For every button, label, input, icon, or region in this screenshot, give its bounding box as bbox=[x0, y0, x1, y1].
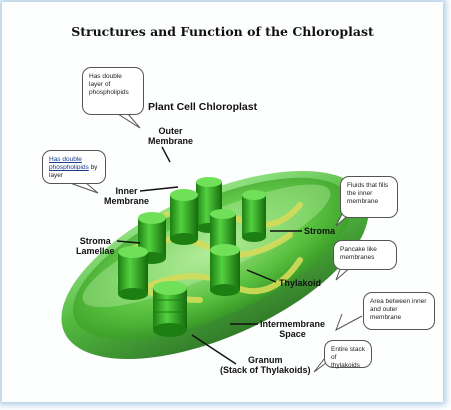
callout-inner-link[interactable]: Has double phospholipids bbox=[49, 156, 89, 171]
label-lamellae-line1: Stroma bbox=[76, 236, 115, 246]
label-inner-line2: Membrane bbox=[104, 196, 149, 206]
label-outer-line2: Membrane bbox=[148, 136, 193, 146]
label-intermembrane-line2: Space bbox=[260, 329, 325, 339]
callout-stroma-text: Fluids that fills the inner membrane bbox=[347, 182, 388, 205]
granum-stack bbox=[210, 244, 240, 296]
granum-stack bbox=[170, 189, 198, 245]
callout-inner-membrane: Has double phospholipids by layer bbox=[42, 150, 106, 184]
callout-thylakoid: Pancake like membranes bbox=[333, 240, 397, 270]
main-label: Plant Cell Chloroplast bbox=[148, 102, 257, 112]
granum-stack bbox=[242, 190, 266, 242]
label-outer-line1: Outer bbox=[148, 126, 193, 136]
callout-granum: Entire stack of thylakoids bbox=[324, 340, 372, 368]
callout-stroma: Fluids that fills the inner membrane bbox=[340, 176, 398, 218]
label-granum-line2: (Stack of Thylakoids) bbox=[220, 365, 311, 375]
label-intermembrane-line1: Intermembrane bbox=[260, 319, 325, 329]
label-stroma-lamellae: Stroma Lamellae bbox=[76, 236, 115, 256]
callout-intermembrane-text: Area between inner and outer membrane bbox=[370, 298, 426, 321]
label-inner-membrane: Inner Membrane bbox=[104, 186, 149, 206]
callout-intermembrane: Area between inner and outer membrane bbox=[363, 292, 435, 330]
label-thylakoid: Thylakoid bbox=[279, 278, 321, 288]
label-lamellae-line2: Lamellae bbox=[76, 246, 115, 256]
granum-stack bbox=[118, 246, 148, 300]
granum-stack bbox=[153, 281, 187, 337]
callout-outer-membrane: Has double layer of phospholipids bbox=[82, 67, 144, 115]
callout-outer-text: Has double layer of phospholipids bbox=[89, 73, 129, 96]
label-granum: Granum (Stack of Thylakoids) bbox=[220, 355, 311, 375]
label-stroma: Stroma bbox=[304, 226, 335, 236]
callout-thylakoid-text: Pancake like membranes bbox=[340, 246, 377, 261]
label-granum-line1: Granum bbox=[220, 355, 311, 365]
label-intermembrane-space: Intermembrane Space bbox=[260, 319, 325, 339]
label-inner-line1: Inner bbox=[104, 186, 149, 196]
label-outer-membrane: Outer Membrane bbox=[148, 126, 193, 146]
callout-granum-text: Entire stack of thylakoids bbox=[331, 346, 365, 369]
